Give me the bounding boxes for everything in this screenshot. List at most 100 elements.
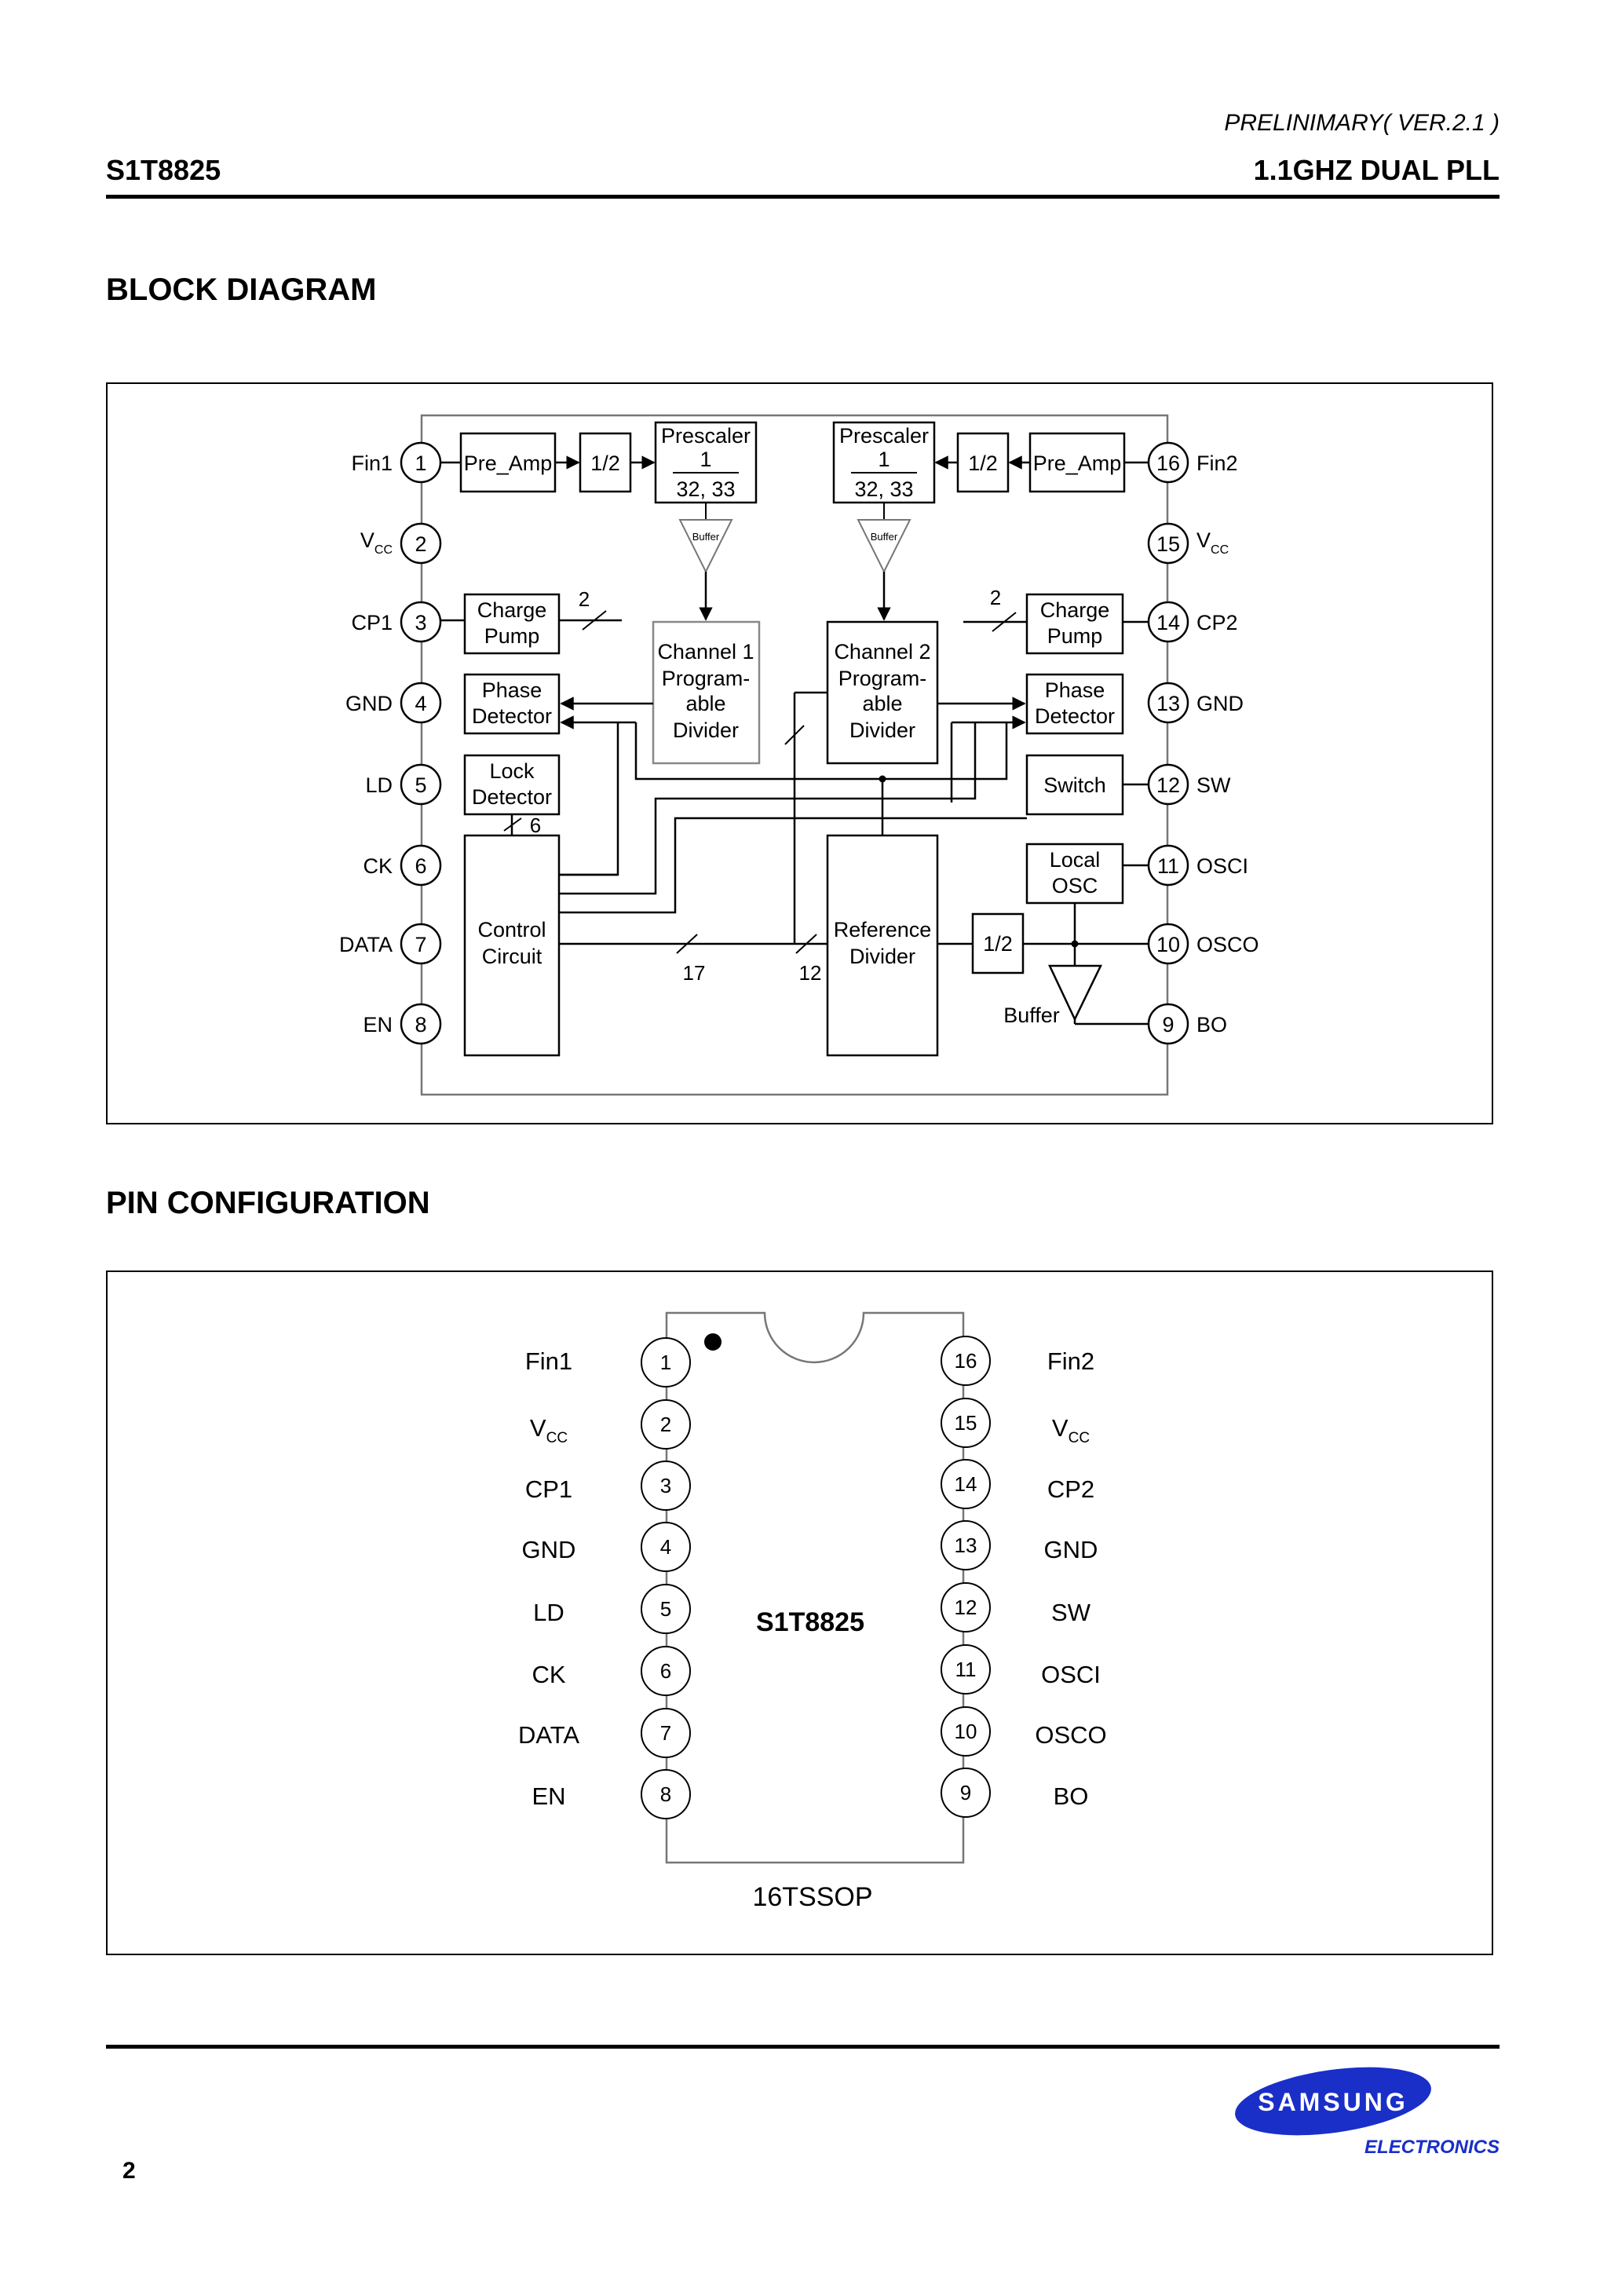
prescaler-left-numerator: 1 (700, 448, 711, 471)
pc-left-pin-label: DATA (518, 1721, 579, 1749)
bd-right-pin-label: OSCI (1196, 854, 1248, 878)
bd-left-pin-circle (400, 682, 442, 724)
bd-left-pin-number: 5 (415, 773, 426, 797)
pc-right-pin-number: 9 (960, 1781, 971, 1804)
buffer-right-triangle (857, 519, 911, 574)
bd-left-pin-label: LD (365, 773, 393, 797)
pc-right-pin-label-text: GND (1044, 1536, 1098, 1563)
pc-right-pin-number: 14 (955, 1472, 977, 1496)
reference-divider-line2: Divider (849, 945, 915, 968)
pc-left-pin-label-text: EN (532, 1782, 565, 1810)
pc-left-pin-label-text: Fin1 (525, 1347, 572, 1375)
prescaler-left-block (654, 421, 758, 504)
bd-right-pin-label-text: V (1196, 528, 1211, 552)
phase-detector-right-line2: Detector (1035, 704, 1115, 728)
bd-left-pin-number: 3 (415, 611, 426, 634)
bd-right-pin-circle (1147, 522, 1189, 565)
bd-right-pin-label: GND (1196, 692, 1244, 715)
bd-right-pin-label: OSCO (1196, 933, 1259, 956)
bd-left-pin-label-text: V (360, 528, 374, 552)
page-number: 2 (122, 2158, 136, 2184)
channel2-line2: Program- (838, 667, 927, 690)
bd-left-pin-label-text: CP1 (351, 611, 393, 634)
bd-left-pin-label: EN (363, 1013, 393, 1036)
local-osc-line1: Local (1050, 848, 1101, 872)
pc-left-pin-label: CK (532, 1661, 565, 1688)
pc-left-pin-circle (641, 1708, 691, 1758)
bd-right-pin-number: 12 (1156, 773, 1180, 797)
phase-detector-right-line1: Phase (1045, 678, 1105, 702)
bd-right-pin-circle (1147, 763, 1189, 806)
pc-left-pin-circle (641, 1769, 691, 1819)
divide-by-2-right-block (956, 432, 1010, 493)
channel2-line4: Divider (849, 718, 915, 742)
bd-right-pin-label: CP2 (1196, 611, 1238, 634)
bd-left-pin-label-subscript: CC (374, 543, 393, 557)
pre-amp-left-block (459, 432, 557, 493)
pc-left-pin-label: GND (522, 1536, 576, 1563)
pc-right-pin-label: BO (1054, 1782, 1089, 1810)
bd-right-pin-label-text: Fin2 (1196, 452, 1238, 475)
channel2-line1: Channel 2 (834, 640, 930, 664)
buffer-left-label: Buffer (692, 531, 720, 543)
preliminary-version: PRELINIMARY( VER.2.1 ) (1224, 110, 1500, 136)
samsung-logo: SAMSUNG ELECTRONICS (1233, 2064, 1515, 2170)
bd-left-pin-circle (400, 601, 442, 643)
pc-left-pin-label: VCC (530, 1414, 568, 1446)
bd-left-pin-label-text: DATA (339, 933, 393, 956)
pc-right-pin-number: 13 (955, 1534, 977, 1557)
pc-left-pin-circle (641, 1584, 691, 1634)
channel1-line4: Divider (673, 718, 739, 742)
reference-divider-block (826, 834, 939, 1057)
bd-right-pin-circle (1147, 601, 1189, 643)
output-buffer-label: Buffer (1003, 1004, 1060, 1027)
pc-left-pin-number: 3 (660, 1474, 671, 1497)
lock-detector-line1: Lock (489, 759, 535, 783)
pc-right-pin-label-text: SW (1051, 1599, 1091, 1626)
pc-left-pin-number: 5 (660, 1597, 671, 1621)
pc-right-pin-label: Fin2 (1047, 1347, 1094, 1375)
bd-left-pin-circle (400, 1003, 442, 1045)
pc-right-pin-number: 15 (955, 1411, 977, 1435)
bd-left-pin-label: VCC (360, 528, 393, 557)
pc-right-pin-number: 10 (955, 1720, 977, 1743)
pc-left-pin-number: 8 (660, 1782, 671, 1806)
switch-label: Switch (1043, 773, 1106, 797)
pin-configuration-diagram: S1T8825 16TSSOP 1Fin12VCC3CP14GND5LD6CK7… (518, 1311, 1107, 1912)
cp1-bus-width: 2 (579, 587, 590, 611)
pc-right-pin-label: SW (1051, 1599, 1091, 1626)
pc-left-pin-label: LD (533, 1599, 564, 1626)
phase-detector-left-line2: Detector (472, 704, 552, 728)
ctrl-bus-width: 17 (683, 961, 706, 985)
bd-left-pin-label-text: GND (345, 692, 393, 715)
pc-right-pin-label-subscript: CC (1069, 1430, 1090, 1446)
pre-amp-left-label: Pre_Amp (464, 452, 553, 475)
pc-right-pin-label-text: Fin2 (1047, 1347, 1094, 1375)
local-osc-line2: OSC (1052, 874, 1098, 898)
pc-left-pin-circle (641, 1399, 691, 1450)
bd-right-pin-circle (1147, 844, 1189, 887)
pc-left-pin-label-text: DATA (518, 1721, 579, 1749)
control-circuit-block (463, 834, 561, 1057)
pc-right-pin-circle (941, 1768, 991, 1818)
control-circuit-line1: Control (477, 918, 546, 941)
bd-left-pin-number: 7 (415, 933, 426, 956)
chip-outline (420, 414, 1169, 1096)
pc-right-pin-label-text: BO (1054, 1782, 1089, 1810)
charge-pump-left-line1: Charge (477, 598, 547, 622)
chip-label: S1T8825 (756, 1607, 864, 1637)
charge-pump-left-block (463, 593, 561, 655)
pre-amp-right-label: Pre_Amp (1033, 452, 1122, 475)
pc-right-pin-circle (941, 1644, 991, 1695)
bd-right-pin-number: 10 (1156, 933, 1180, 956)
pc-right-pin-circle (941, 1398, 991, 1448)
pc-right-pin-circle (941, 1706, 991, 1757)
bd-right-pin-label: SW (1196, 773, 1231, 797)
pc-right-pin-label: VCC (1052, 1414, 1090, 1446)
pc-left-pin-number: 6 (660, 1659, 671, 1683)
pc-left-pin-circle (641, 1522, 691, 1572)
bd-right-pin-number: 11 (1157, 854, 1179, 878)
divide-by-2-ref-label: 1/2 (983, 932, 1013, 956)
